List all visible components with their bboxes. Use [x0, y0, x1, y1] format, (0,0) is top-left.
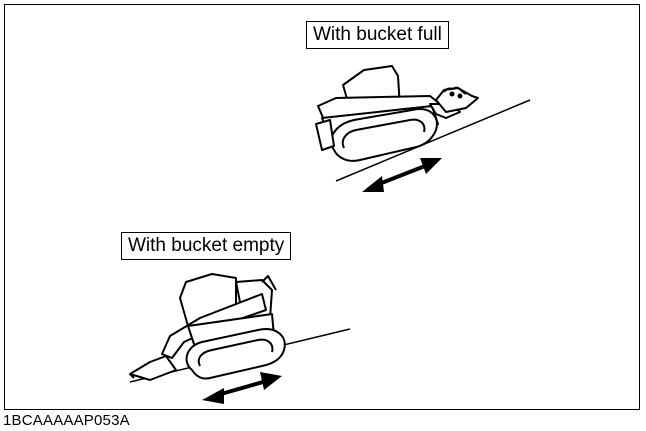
- slope-line-top: [335, 99, 531, 182]
- loader-bucket-full-icon: [315, 65, 479, 162]
- double-arrow-icon-top: [362, 158, 442, 192]
- bucket-full-label: With bucket full: [306, 21, 449, 49]
- bucket-empty-label: With bucket empty: [121, 232, 292, 260]
- figure-frame: [4, 4, 640, 410]
- loader-bucket-empty-icon: [129, 273, 286, 381]
- figure-code: 1BCAAAAAP053A: [3, 412, 130, 429]
- double-arrow-icon-bottom: [202, 372, 282, 404]
